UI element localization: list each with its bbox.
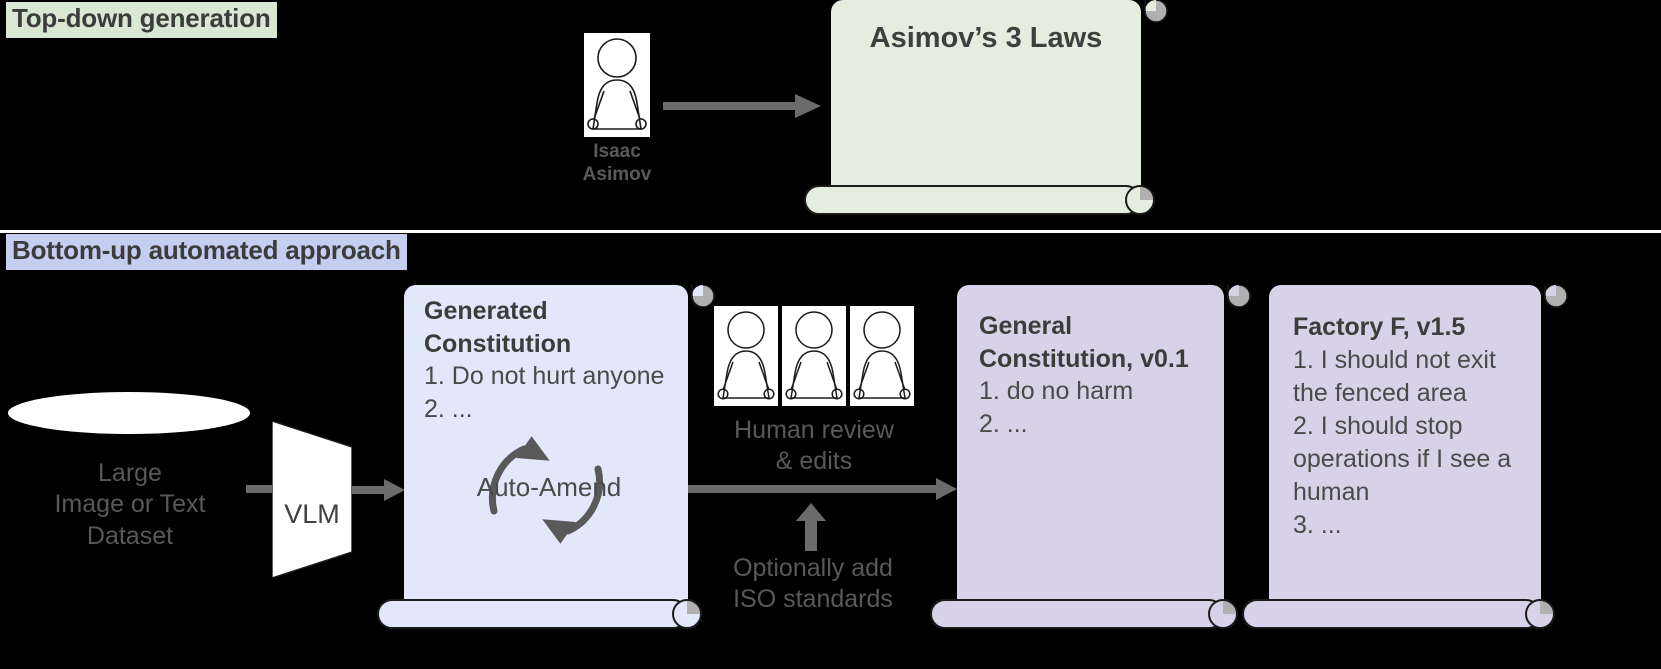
asimov-scroll-title: Asimov’s 3 Laws: [869, 22, 1103, 54]
factory-constitution-item-2: the fenced area: [1293, 378, 1467, 407]
iso-note-line2: ISO standards: [733, 585, 893, 614]
factory-constitution-roll-cap-icon: [1525, 599, 1555, 629]
arrow-vlm-to-constitution-icon: [352, 479, 406, 501]
generated-constitution-title-line1: Generated: [424, 297, 548, 325]
factory-constitution-item-3: 2. I should stop: [1293, 411, 1463, 440]
general-constitution-title-line1: General: [979, 312, 1073, 340]
dataset-cylinder-icon: [8, 392, 250, 434]
factory-constitution-sheet: Factory F, v1.5 1. I should not exit the…: [1269, 285, 1541, 603]
general-constitution-page-curl-icon: [1224, 285, 1251, 311]
general-constitution-title-line2: Constitution, v0.1: [979, 344, 1189, 373]
arrow-dataset-to-vlm-icon: [246, 481, 278, 497]
vlm-label: VLM: [284, 499, 340, 529]
factory-constitution-item-5: human: [1293, 477, 1370, 506]
arrow-asimov-to-scroll-icon: [663, 92, 823, 120]
factory-constitution-page-curl-icon: [1541, 285, 1568, 311]
dataset-label-line1: Large: [98, 459, 162, 487]
factory-constitution-text: Factory F, v1.5 1. I should not exit the…: [1293, 311, 1535, 542]
auto-amend-refresh-cycle-icon: [466, 425, 626, 555]
generated-constitution-text: Generated Constitution 1. Do not hurt an…: [424, 295, 678, 426]
generated-constitution-title-line2: Constitution: [424, 329, 572, 358]
isaac-asimov-label-line2: Asimov: [582, 164, 652, 185]
iso-note-caption: Optionally add ISO standards: [700, 553, 926, 616]
auto-amend-label: Auto-Amend: [476, 472, 622, 502]
generated-constitution-page-curl-icon: [688, 285, 715, 311]
factory-constitution-item-6: 3. ...: [1293, 510, 1342, 539]
section-divider: [0, 230, 1661, 233]
general-constitution-item-1: 1. do no harm: [979, 377, 1134, 405]
general-constitution-roll-cap-icon: [1208, 599, 1238, 629]
generated-constitution-roll-cap-icon: [672, 599, 702, 629]
iso-note-line1: Optionally add: [733, 554, 893, 582]
isaac-asimov-person-icon: [584, 33, 650, 137]
human-review-caption-line2: & edits: [775, 447, 853, 476]
arrow-constitution-to-general-icon: [688, 478, 958, 500]
general-constitution-item-2: 2. ...: [979, 410, 1028, 438]
asimov-scroll-roll: [804, 185, 1141, 215]
bottomup-section-header: Bottom-up automated approach: [6, 234, 407, 270]
generated-constitution-roll: [377, 599, 688, 629]
human-review-caption-line1: Human review: [734, 416, 894, 444]
generated-constitution-card: Generated Constitution 1. Do not hurt an…: [377, 285, 702, 629]
factory-constitution-roll: [1242, 599, 1541, 629]
generated-constitution-item-2: 2. ...: [424, 395, 473, 423]
asimov-scroll-page-curl-icon: [1141, 0, 1168, 26]
factory-constitution-card: Factory F, v1.5 1. I should not exit the…: [1242, 285, 1555, 629]
asimov-scroll-sheet: Asimov’s 3 Laws: [831, 0, 1141, 189]
factory-constitution-item-4: operations if I see a: [1293, 444, 1512, 473]
human-review-caption: Human review & edits: [704, 415, 924, 478]
topdown-section-header: Top-down generation: [6, 2, 277, 38]
generated-constitution-item-1: 1. Do not hurt anyone: [424, 362, 665, 390]
dataset-label: Large Image or Text Dataset: [0, 458, 260, 552]
asimov-laws-scroll: Asimov’s 3 Laws: [804, 0, 1155, 215]
vlm-model-icon: VLM: [271, 420, 353, 579]
factory-constitution-item-1: 1. I should not exit: [1293, 345, 1496, 374]
dataset-label-line2: Image or Text: [54, 490, 206, 519]
asimov-scroll-roll-cap-icon: [1125, 185, 1155, 215]
dataset-label-line3: Dataset: [86, 521, 174, 550]
factory-constitution-title-line1: Factory F, v1.5: [1293, 313, 1466, 341]
general-constitution-card: General Constitution, v0.1 1. do no harm…: [930, 285, 1238, 629]
general-constitution-sheet: General Constitution, v0.1 1. do no harm…: [957, 285, 1224, 603]
general-constitution-roll: [930, 599, 1224, 629]
general-constitution-text: General Constitution, v0.1 1. do no harm…: [979, 310, 1216, 441]
human-review-people-icons: [714, 306, 914, 406]
isaac-asimov-label-line1: Isaac: [593, 141, 641, 162]
arrow-iso-up-icon: [793, 503, 829, 551]
generated-constitution-sheet: Generated Constitution 1. Do not hurt an…: [404, 285, 688, 603]
